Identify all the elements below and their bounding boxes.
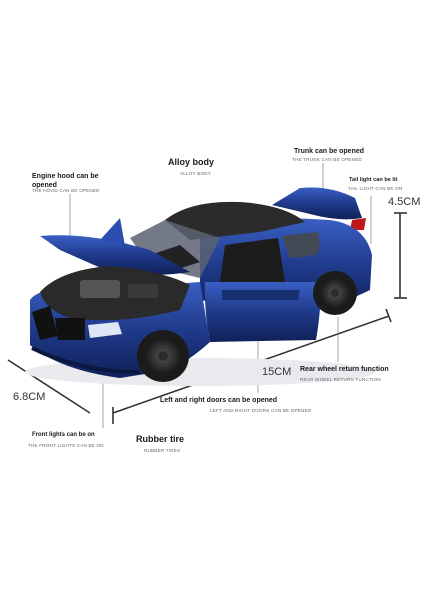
engine-hood-subtitle: THE HOOD CAN BE OPENED <box>32 188 100 193</box>
doors-title: Left and right doors can be opened <box>160 397 278 404</box>
alloy-body-subtitle: ALLOY BODY <box>180 171 212 176</box>
rear-wheel-title: Rear wheel return function <box>300 366 389 373</box>
rear-wheel-subtitle: REAR WHEEL RETURN FUNCTION <box>300 377 381 382</box>
alloy-body-title: Alloy body <box>168 157 215 167</box>
length-dimension: 15CM <box>262 366 292 378</box>
engine-cover <box>80 280 120 298</box>
height-dimension: 4.5CM <box>388 196 421 208</box>
tail-light <box>350 218 366 230</box>
headlight <box>88 322 122 338</box>
trunk-subtitle: THE TRUNK CAN BE OPENED <box>292 157 362 162</box>
interior <box>220 238 285 282</box>
seat <box>150 245 200 270</box>
kidney-grille-left <box>32 306 58 340</box>
tail-light-subtitle: TAIL LIGHT CAN BE ON <box>348 186 403 191</box>
rubber-tire-subtitle: RUBBER TIRES <box>144 448 181 453</box>
tail-light-title: Tail light can be lit <box>349 177 398 183</box>
roof <box>165 201 305 240</box>
trunk-title: Trunk can be opened <box>294 148 365 155</box>
trunk-lid <box>272 187 362 220</box>
rubber-tire-title: Rubber tire <box>136 434 185 444</box>
width-dimension: 6.8CM <box>13 391 46 403</box>
engine-hood-title: Engine hood can be opened <box>32 173 99 189</box>
rear-window <box>282 232 320 258</box>
mirror <box>100 218 125 246</box>
hood <box>40 235 190 275</box>
doors-subtitle: LEFT AND RIGHT DOORS CAN BE OPENED <box>210 408 312 413</box>
door-panel <box>222 290 300 300</box>
kidney-grille-right <box>55 318 85 340</box>
front-lights-subtitle: THE FRONT LIGHTS CAN BE ON <box>28 443 104 448</box>
front-lights-title: Front lights can be on <box>32 432 95 438</box>
front-bumper <box>31 346 141 374</box>
